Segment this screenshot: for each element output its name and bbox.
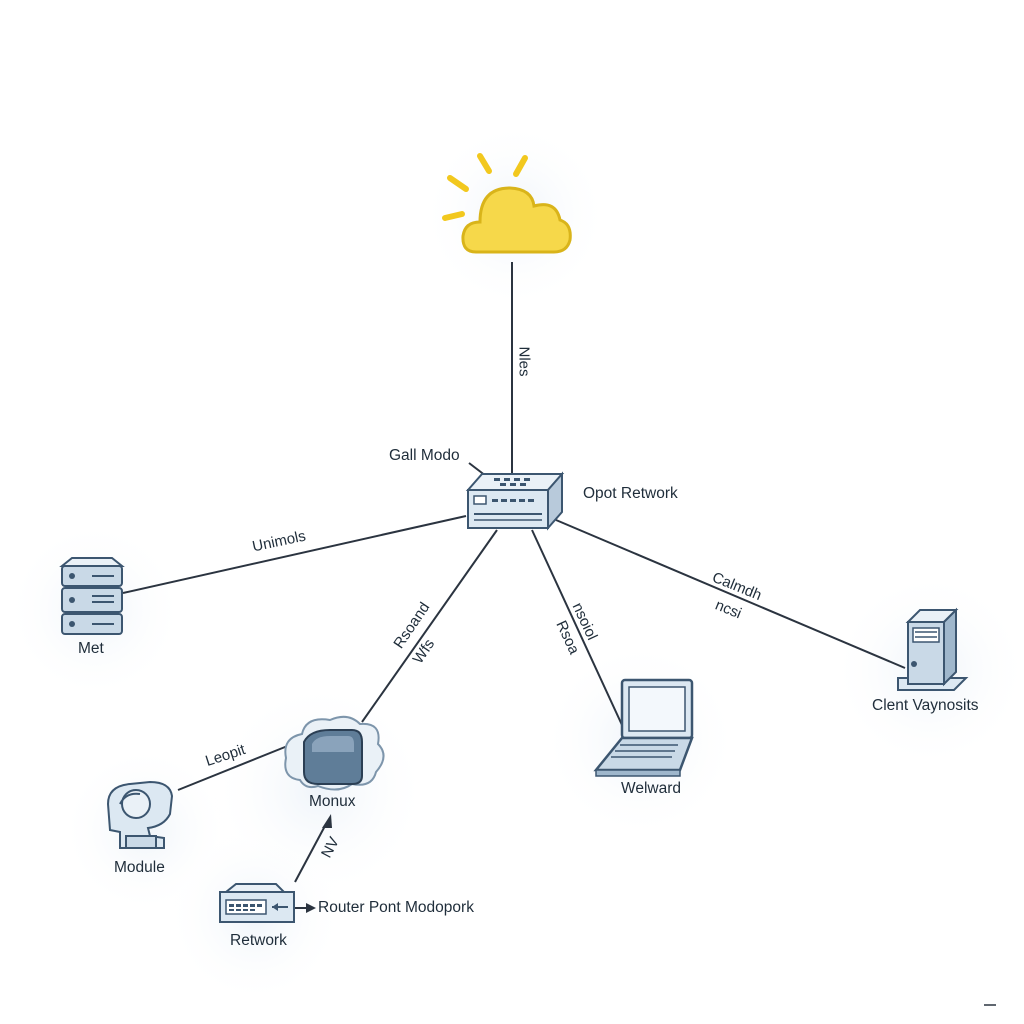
arrowheads — [306, 814, 332, 913]
laptop-icon — [593, 678, 694, 777]
module-icon — [106, 780, 174, 849]
module-label: Module — [114, 859, 165, 876]
edge-router-cloud-device — [294, 823, 327, 883]
edge-switch-cloud-device — [361, 529, 498, 723]
edge-switch-client — [555, 519, 906, 669]
switch-side-label: Opot Retwork — [583, 485, 678, 502]
gateway-label: Gall Modo — [389, 447, 460, 464]
server-stack-icon — [59, 557, 125, 635]
edge-switch-left-server — [122, 515, 467, 594]
router-icon — [219, 883, 295, 923]
router-port-label: Router Pont Modopork — [318, 899, 474, 916]
laptop-label: Welward — [621, 780, 682, 797]
arrowhead-router-link — [322, 814, 332, 828]
switch-icon — [465, 471, 565, 531]
edge-module-cloud-device — [177, 744, 291, 791]
router-label: Retwork — [230, 932, 287, 949]
edge-label-cloud-link: Nles — [515, 346, 533, 377]
cloud-device-icon — [284, 715, 385, 791]
sun-cloud-icon — [442, 153, 572, 254]
connections — [122, 262, 906, 909]
client-label: Clent Vaynosits — [872, 697, 979, 714]
cloud-device-label: Monux — [309, 793, 356, 810]
edge-switch-laptop — [531, 529, 623, 726]
tower-server-icon — [897, 607, 969, 691]
left-server-label: Met — [78, 640, 104, 657]
arrowhead-router-port — [306, 903, 316, 913]
